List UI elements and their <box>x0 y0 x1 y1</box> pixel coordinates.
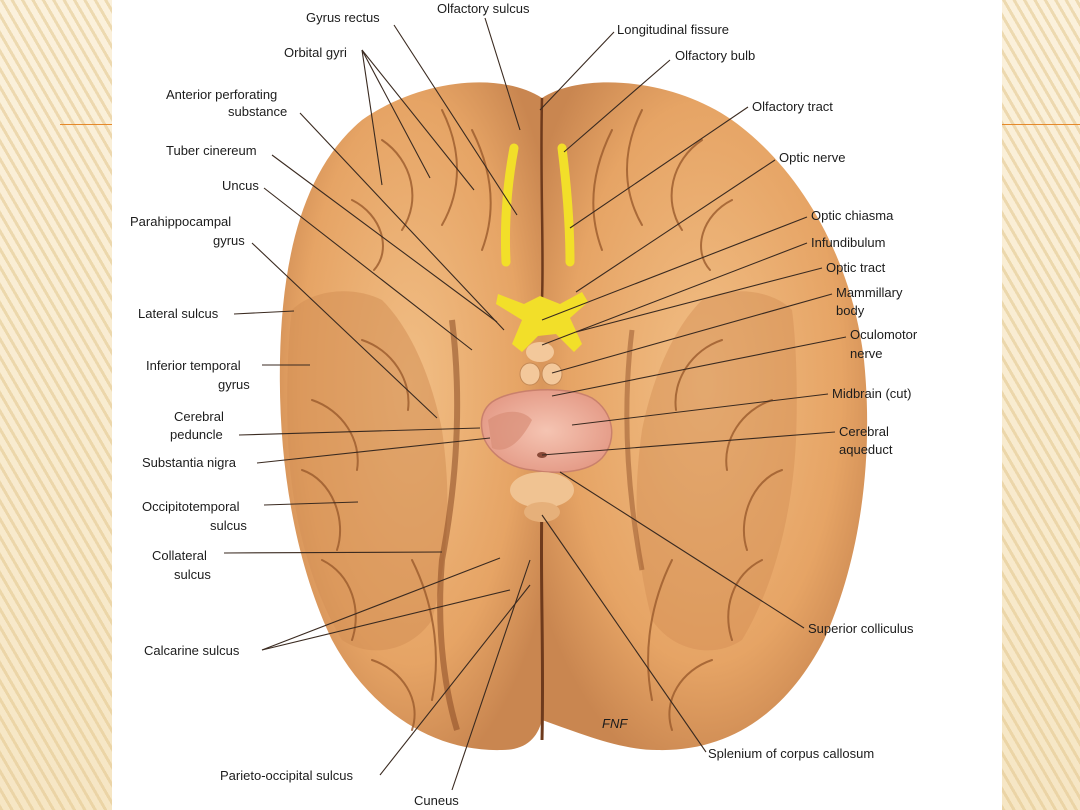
label-splenium: Splenium of corpus callosum <box>708 746 874 761</box>
label-olfactory-bulb: Olfactory bulb <box>675 48 755 63</box>
temporal-lobe-shadow <box>287 291 448 651</box>
leader-olfactory-bulb <box>563 59 671 153</box>
leader-parahippocampal <box>251 242 438 419</box>
artist-signature: FNF <box>602 716 628 731</box>
label-cerebral-aqueduct-1: Cerebral <box>839 424 889 439</box>
label-cerebral-aqueduct-2: aqueduct <box>839 442 893 457</box>
label-longitudinal-fissure: Longitudinal fissure <box>617 22 729 37</box>
leader-cerebral-aqueduct <box>541 431 836 456</box>
label-mammillary-1: Mammillary <box>836 285 903 300</box>
left-accent-line <box>60 124 112 125</box>
leader-oculomotor <box>551 336 847 397</box>
leader-lateral-sulcus <box>233 310 295 315</box>
label-uncus: Uncus <box>222 178 259 193</box>
label-cerebral-peduncle-2: peduncle <box>170 427 223 442</box>
leader-superior-colliculus <box>559 471 805 629</box>
label-oculomotor-2: nerve <box>850 346 883 361</box>
mammillary-left <box>519 362 541 386</box>
right-hemisphere <box>542 82 868 751</box>
label-optic-tract: Optic tract <box>826 260 886 275</box>
label-anterior-perforating-1: Anterior perforating <box>166 87 277 102</box>
leader-orbital-gyri-1 <box>361 49 383 186</box>
leader-infundibulum <box>541 242 808 346</box>
collateral-sulcus-shadow <box>437 319 461 731</box>
label-olfactory-sulcus: Olfactory sulcus <box>437 1 530 16</box>
leader-calcarine-1 <box>261 557 501 651</box>
leader-olfactory-tract <box>569 106 749 229</box>
tuber-cinereum-shape <box>526 342 554 362</box>
label-mammillary-2: body <box>836 303 865 318</box>
longitudinal-fissure-line <box>540 97 544 301</box>
leader-occipitotemporal <box>263 501 359 506</box>
posterior-fissure-line <box>539 499 545 741</box>
label-occipitotemporal-1: Occipitotemporal <box>142 499 240 514</box>
label-oculomotor-1: Oculomotor <box>850 327 918 342</box>
leader-substantia-nigra <box>256 437 491 464</box>
labels-left: Olfactory sulcus Gyrus rectus Orbital gy… <box>130 1 530 808</box>
leader-orbital-gyri-2 <box>361 49 431 179</box>
right-olfactory-tract <box>557 143 575 267</box>
label-cuneus: Cuneus <box>414 793 459 808</box>
leader-cerebral-peduncle <box>238 427 481 436</box>
right-decorative-stripes <box>1002 0 1080 810</box>
cranial-nerves <box>496 143 588 352</box>
label-anterior-perforating-2: substance <box>228 104 287 119</box>
label-substantia-nigra: Substantia nigra <box>142 455 237 470</box>
leader-uncus <box>263 187 473 351</box>
leader-tuber-cinereum <box>271 154 498 323</box>
label-gyrus-rectus: Gyrus rectus <box>306 10 380 25</box>
leader-anterior-perforating <box>299 112 505 331</box>
optic-chiasma-shape <box>496 292 588 352</box>
label-infundibulum: Infundibulum <box>811 235 885 250</box>
label-inferior-temporal-1: Inferior temporal <box>146 358 241 373</box>
label-olfactory-tract: Olfactory tract <box>752 99 833 114</box>
label-optic-chiasma: Optic chiasma <box>811 208 894 223</box>
label-superior-colliculus: Superior colliculus <box>808 621 914 636</box>
label-cerebral-peduncle-1: Cerebral <box>174 409 224 424</box>
leader-collateral <box>223 551 443 554</box>
leader-optic-tract <box>575 267 823 333</box>
leader-optic-chiasma <box>541 216 808 321</box>
right-temporal-shadow <box>636 291 797 651</box>
leader-optic-nerve <box>575 159 776 293</box>
label-tuber-cinereum: Tuber cinereum <box>166 143 257 158</box>
leader-midbrain <box>571 393 829 426</box>
label-collateral-2: sulcus <box>174 567 211 582</box>
leader-lines <box>223 17 847 791</box>
label-parahippocampal-1: Parahippocampal <box>130 214 231 229</box>
label-inferior-temporal-2: gyrus <box>218 377 250 392</box>
leader-orbital-gyri-3 <box>361 49 475 191</box>
leader-splenium <box>541 514 707 753</box>
leader-olfactory-sulcus <box>484 17 521 131</box>
leader-cuneus <box>451 559 531 791</box>
label-optic-nerve: Optic nerve <box>779 150 845 165</box>
label-parieto-occipital: Parieto-occipital sulcus <box>220 768 353 783</box>
leader-gyrus-rectus <box>393 24 518 216</box>
label-orbital-gyri: Orbital gyri <box>284 45 347 60</box>
leader-mammillary <box>551 293 833 374</box>
right-collateral-shadow <box>624 329 645 571</box>
left-decorative-stripes <box>0 0 112 810</box>
leader-longitudinal-fissure <box>539 31 615 111</box>
mammillary-right <box>541 362 563 386</box>
labels-right: Longitudinal fissure Olfactory bulb Olfa… <box>617 22 918 761</box>
label-occipitotemporal-2: sulcus <box>210 518 247 533</box>
splenium-shape <box>524 502 560 522</box>
label-collateral-1: Collateral <box>152 548 207 563</box>
brain-body <box>279 82 868 751</box>
label-parahippocampal-2: gyrus <box>213 233 245 248</box>
right-accent-line <box>1002 124 1080 125</box>
label-lateral-sulcus: Lateral sulcus <box>138 306 219 321</box>
slide-image-panel: FNF Olfactory sulcu <box>112 0 1002 810</box>
superior-colliculus-shape <box>510 472 574 508</box>
substantia-nigra-band <box>488 411 532 450</box>
left-olfactory-tract <box>500 143 519 267</box>
leader-parieto-occipital <box>379 584 531 776</box>
label-midbrain: Midbrain (cut) <box>832 386 911 401</box>
brain-inferior-view-diagram: FNF Olfactory sulcu <box>130 1 918 808</box>
leader-calcarine-2 <box>261 589 511 651</box>
label-calcarine-sulcus: Calcarine sulcus <box>144 643 240 658</box>
